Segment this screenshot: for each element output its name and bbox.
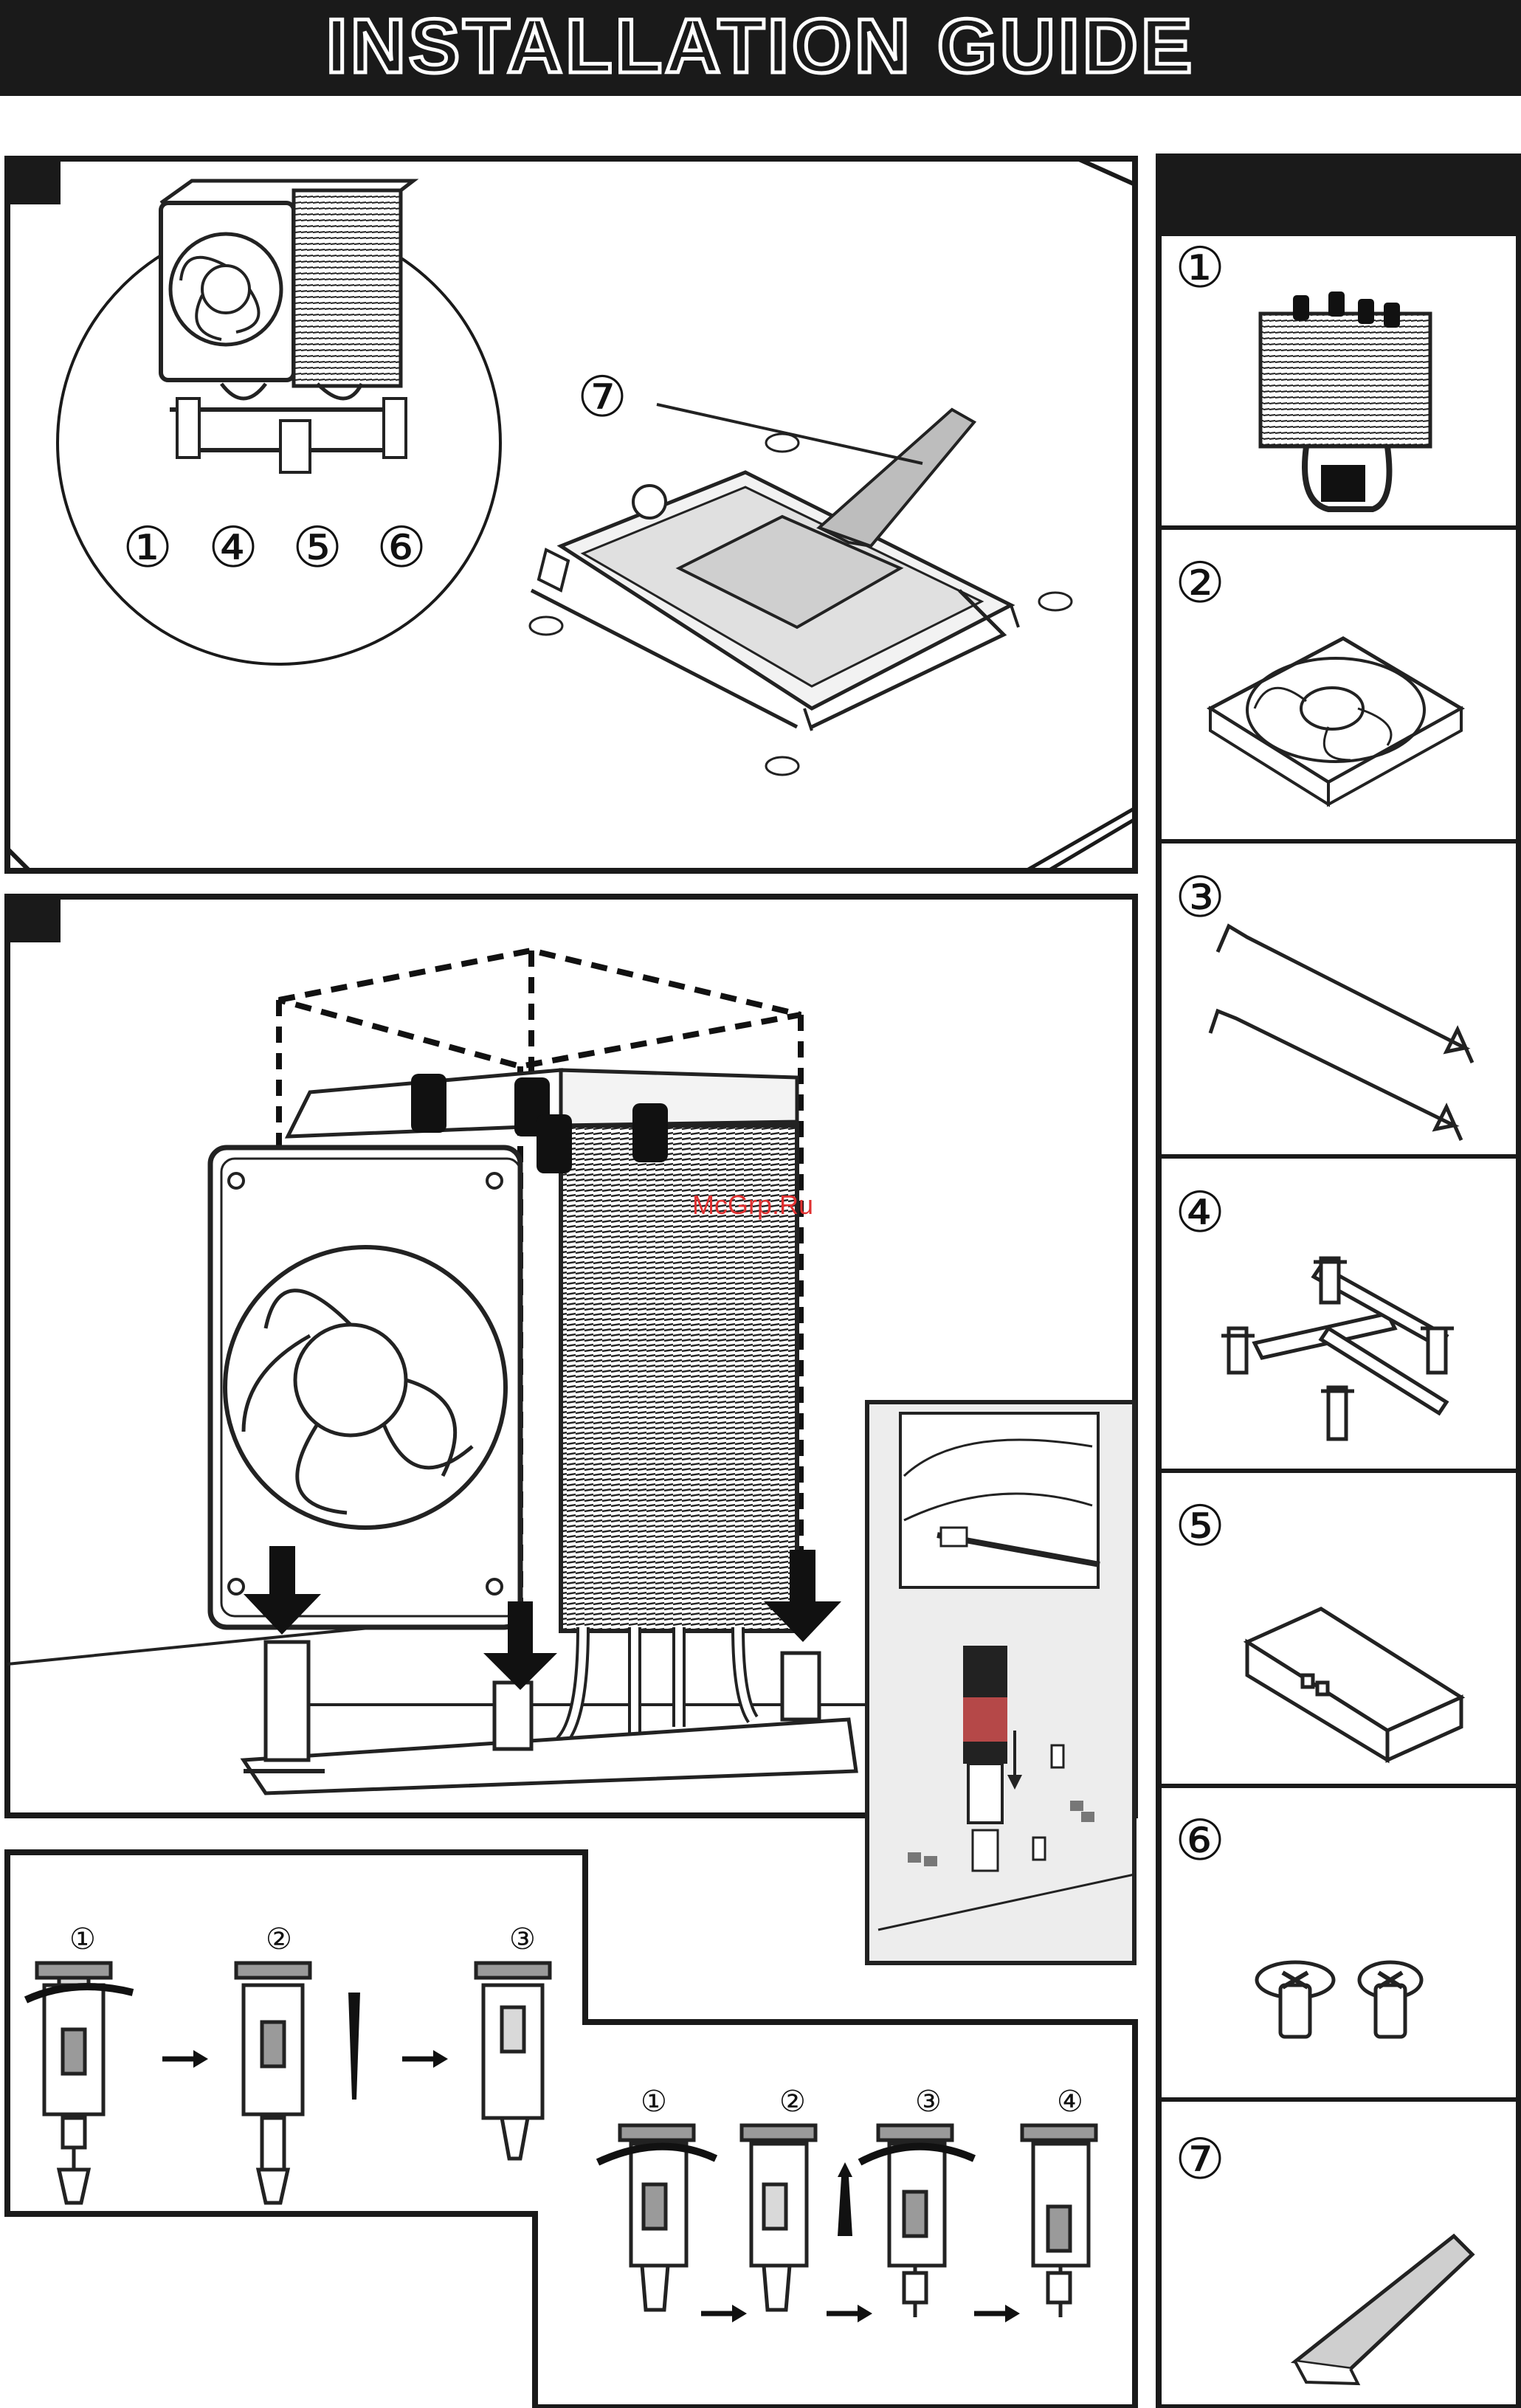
watermark: McGrp.Ru — [692, 1190, 813, 1221]
panel-b-tab — [7, 897, 61, 942]
remove-step-4: ④ — [1057, 2087, 1083, 2117]
part-1-heatsink-drawing — [1260, 291, 1430, 509]
fan-connector-inset — [867, 1402, 1134, 1963]
fan-large-illustration — [210, 1148, 520, 1627]
install-step-3: ③ — [509, 1925, 536, 1954]
part-3-wire-clips-drawing — [1210, 926, 1472, 1140]
panel-b — [7, 897, 1135, 1963]
callout-part-4: ④ — [208, 520, 258, 576]
parts-list-number-5: ⑤ — [1175, 1498, 1225, 1554]
parts-list-number-4: ④ — [1175, 1184, 1225, 1241]
callout-part-7: ⑦ — [577, 369, 627, 425]
callout-part-6: ⑥ — [376, 520, 427, 576]
parts-list-header — [1159, 156, 1519, 236]
install-step-1: ① — [69, 1925, 96, 1954]
part-2-fan-drawing — [1210, 638, 1461, 804]
cable-red-segment — [963, 1697, 1007, 1742]
callout-part-5: ⑤ — [292, 520, 342, 576]
parts-list-number-7: ⑦ — [1175, 2131, 1225, 2187]
remove-step-2: ② — [779, 2087, 806, 2117]
parts-list-number-1: ① — [1175, 240, 1225, 296]
panel-a — [7, 159, 1135, 871]
remove-step-1: ① — [641, 2087, 667, 2117]
parts-list-number-6: ⑥ — [1175, 1812, 1225, 1869]
part-7-paste-drawing — [1295, 2236, 1472, 2384]
remove-step-3: ③ — [915, 2087, 942, 2117]
part-4-bracket-drawing — [1221, 1258, 1454, 1439]
cpu-socket-illustration — [530, 434, 1072, 775]
panel-a-tab — [7, 159, 61, 204]
part-6-screws-drawing — [1257, 1962, 1421, 2037]
install-step-2: ② — [266, 1925, 292, 1954]
parts-list-number-3: ③ — [1175, 869, 1225, 925]
parts-list-number-2: ② — [1175, 555, 1225, 611]
part-5-backplate-drawing — [1247, 1609, 1461, 1760]
callout-part-1: ① — [123, 520, 173, 576]
push-pin-drawings — [26, 1963, 1096, 2317]
cooler-small-illustration — [161, 181, 413, 472]
